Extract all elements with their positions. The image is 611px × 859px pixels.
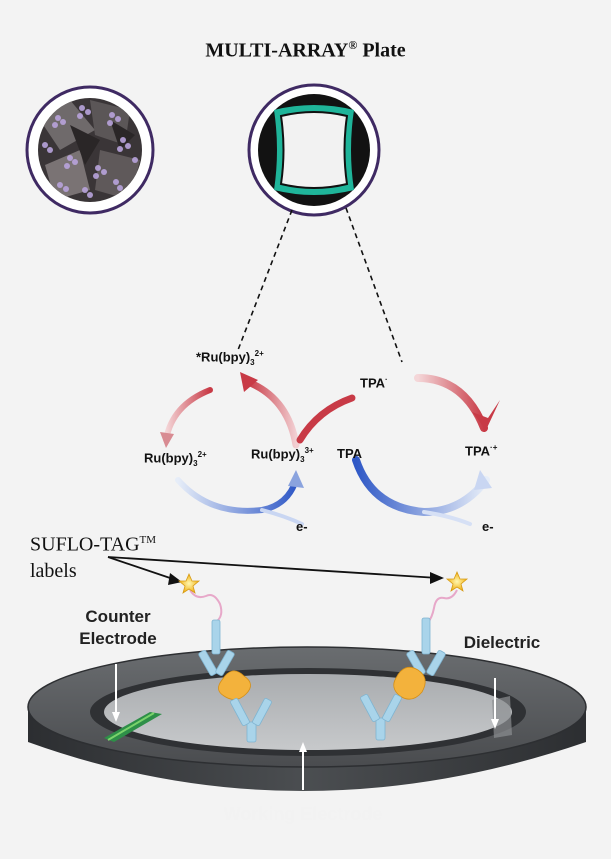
electrode-plate bbox=[27, 646, 587, 791]
dashed-connector-left bbox=[237, 209, 293, 351]
tpa-label: TPA bbox=[337, 446, 363, 461]
diagram-title: MULTI-ARRAY® Plate bbox=[0, 38, 611, 63]
tpa-radical-label: TPA· bbox=[360, 375, 388, 390]
ground-ru-sup: 2+ bbox=[197, 450, 207, 459]
suflo-tag-name: SUFLO-TAG bbox=[30, 533, 140, 556]
excited-ru-sub: 3 bbox=[250, 357, 255, 367]
antibody-icon bbox=[230, 698, 272, 743]
tpa-cation-sup: ·+ bbox=[490, 443, 498, 452]
suflo-tag-line2: labels bbox=[30, 559, 77, 582]
working-electrode-label: Working Electrode bbox=[223, 804, 383, 824]
counter-electrode-line1: Counter bbox=[85, 607, 151, 626]
counter-electrode-label: Counter Electrode bbox=[66, 606, 170, 650]
tpa-cycle-arrows bbox=[352, 374, 500, 526]
electrode-pointers bbox=[112, 664, 499, 790]
title-suffix: Plate bbox=[357, 39, 406, 62]
antibody-icon bbox=[198, 619, 235, 676]
tpa-radical-text: TPA bbox=[360, 375, 386, 391]
oxidized-ru-sub: 3 bbox=[300, 454, 305, 464]
suflo-tag-tm: TM bbox=[139, 534, 157, 546]
tpa-cation-text: TPA bbox=[465, 443, 491, 459]
excited-ru-label: *Ru(bpy)32+ bbox=[196, 349, 264, 367]
antibody-icon bbox=[406, 617, 446, 676]
antigen-icon bbox=[218, 670, 251, 700]
oxidized-ru-label: Ru(bpy)33+ bbox=[251, 446, 314, 464]
star-icon bbox=[177, 572, 201, 594]
suflo-tag-callout: SUFLO-TAGTM labels bbox=[30, 527, 156, 584]
antigen-icon bbox=[393, 666, 426, 700]
micrograph-inset bbox=[25, 85, 155, 215]
label-pointers bbox=[107, 556, 444, 585]
antibody-complex-right bbox=[360, 570, 469, 741]
electron-label-right: e- bbox=[482, 519, 494, 534]
tpa-cation-label: TPA·+ bbox=[465, 443, 497, 458]
electron-label-left: e- bbox=[296, 519, 308, 534]
excited-ru-sup: 2+ bbox=[254, 349, 264, 358]
star-icon bbox=[445, 570, 469, 592]
antibody-icon bbox=[360, 694, 402, 741]
excited-ru-text: *Ru(bpy) bbox=[196, 349, 251, 365]
tpa-radical-sup: · bbox=[385, 375, 388, 384]
oxidized-ru-sup: 3+ bbox=[304, 446, 314, 455]
oxidized-ru-text: Ru(bpy) bbox=[251, 446, 301, 462]
ground-ru-text: Ru(bpy) bbox=[144, 450, 194, 466]
well-inset bbox=[247, 83, 381, 217]
ground-ru-label: Ru(bpy)32+ bbox=[144, 450, 207, 468]
counter-electrode-line2: Electrode bbox=[79, 629, 157, 648]
dashed-connector-right bbox=[345, 207, 403, 363]
dielectric-label: Dielectric bbox=[463, 633, 541, 652]
title-registered-mark: ® bbox=[348, 38, 358, 52]
suflo-tag-line1: SUFLO-TAGTM bbox=[30, 527, 156, 558]
title-text: MULTI-ARRAY bbox=[205, 39, 349, 62]
antibody-complex-left bbox=[177, 572, 272, 743]
ru-cycle-arrows bbox=[160, 372, 356, 526]
ground-ru-sub: 3 bbox=[193, 458, 198, 468]
